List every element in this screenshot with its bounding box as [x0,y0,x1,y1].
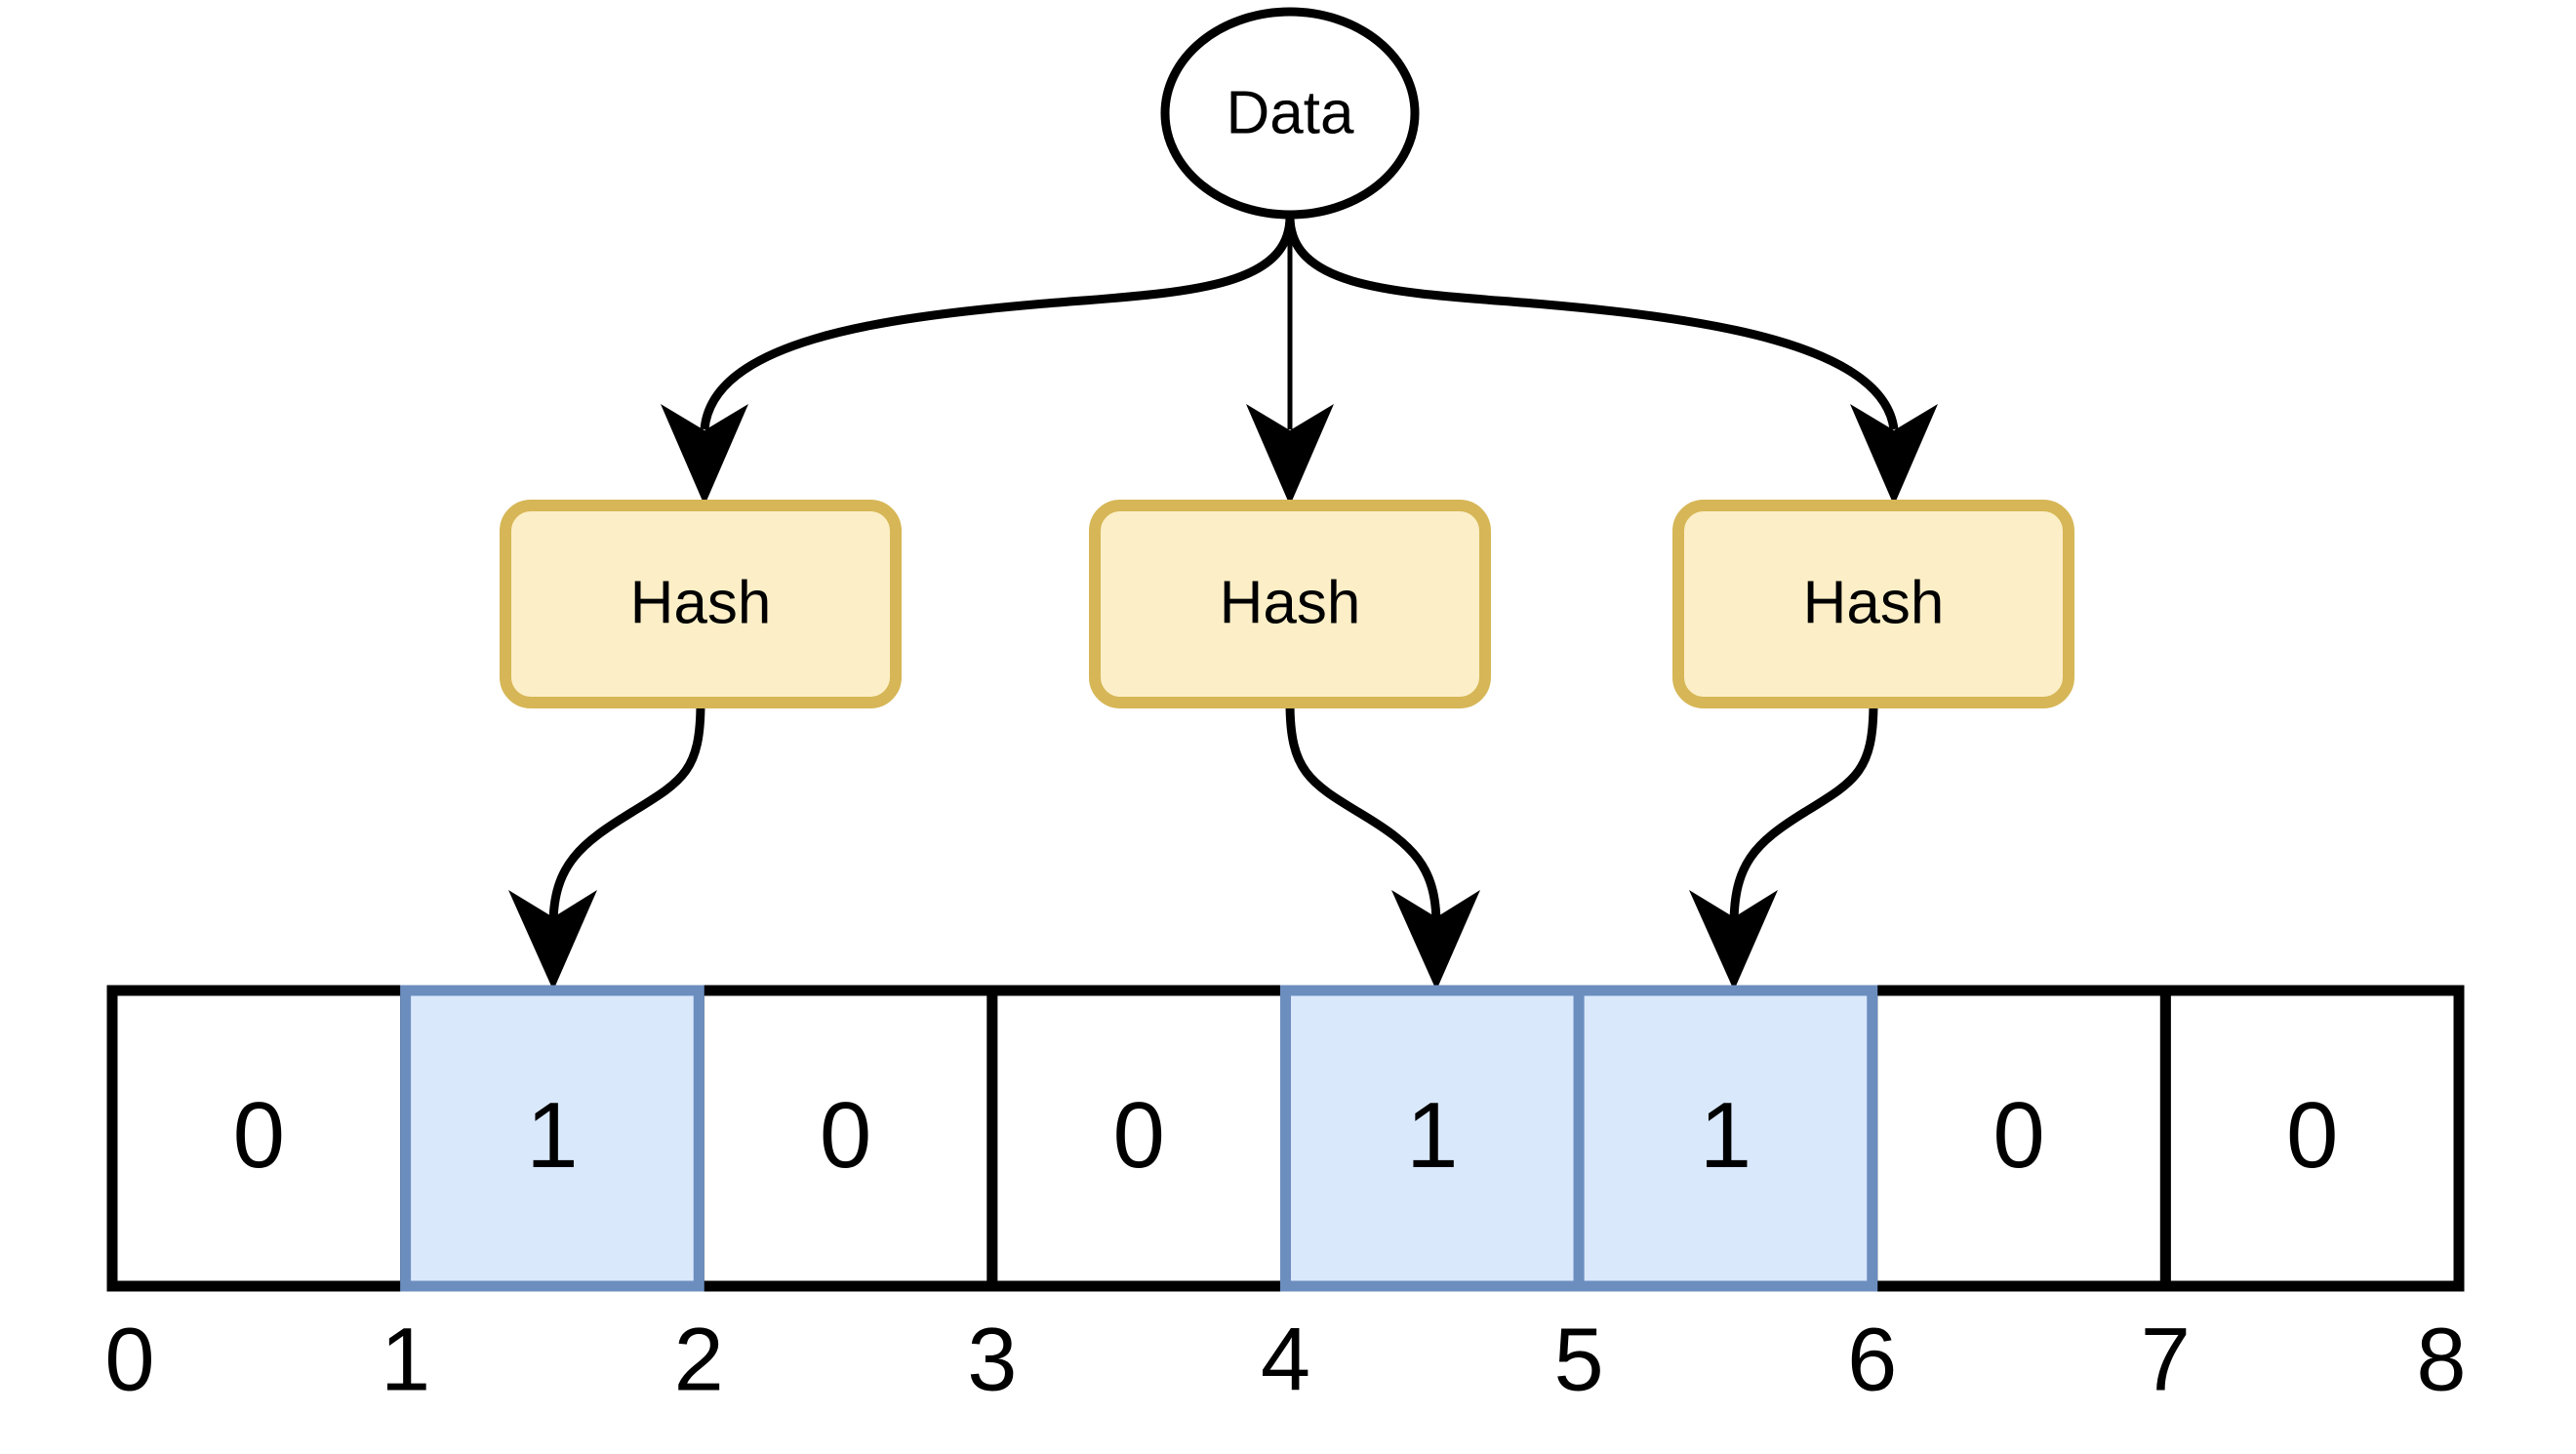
hash-node-2[interactable]: Hash [1089,500,1491,708]
hash-node-1[interactable]: Hash [500,500,902,708]
bit-array-cell[interactable]: 0 [693,985,998,1292]
bit-array-axis: 0 1 2 3 4 5 6 7 8 [104,1310,2466,1409]
bit-array-index-label: 8 [2416,1310,2466,1409]
bit-array-index-label: 6 [1847,1310,1897,1409]
bit-array-cell[interactable]: 0 [986,985,1291,1292]
bit-array-cell[interactable]: 1 [400,985,704,1292]
arrow-head-cell-1 [508,890,597,990]
bit-array-cell[interactable]: 0 [1867,985,2171,1292]
bit-cell-set [1573,985,1878,1292]
bit-array-cell[interactable]: 1 [1573,985,1878,1292]
bit-cell-unset [693,985,998,1292]
hash-box-1-shape [500,500,902,708]
arrow-head-hash-1 [661,404,748,505]
bit-cell-value: 1 [526,1083,578,1188]
bit-array-index-label: 1 [381,1310,430,1409]
arrow-head-cell-5 [1689,890,1778,990]
edge-hash-2-to-cell-4 [1285,702,1480,990]
hash-node-3-label: Hash [1803,569,1945,636]
bit-cell-unset [2159,985,2465,1292]
arrow-head-hash-3 [1850,404,1938,505]
bit-cell-unset [1867,985,2171,1292]
bit-cell-set [400,985,704,1292]
bit-array-index-label: 5 [1554,1310,1604,1409]
bit-cell-value: 0 [1992,1083,2044,1188]
edge-data-to-hash-1 [661,216,1295,505]
data-node[interactable]: Data [1160,7,1420,220]
bit-cell-value: 0 [233,1083,285,1188]
hash-node-3[interactable]: Hash [1672,500,2074,708]
hash-box-2-shape [1089,500,1491,708]
hash-node-2-label: Hash [1220,569,1361,636]
edge-hash-1-to-cell-1 [508,702,705,990]
edge-data-to-hash-2 [1246,217,1334,505]
data-ellipse-shape [1160,7,1420,220]
edge-hash-3-to-cell-5 [1689,702,1878,990]
bit-array-cell[interactable]: 0 [106,985,412,1292]
bit-array-index-label: 0 [104,1310,154,1409]
hash-node-1-label: Hash [630,569,772,636]
hash-box-3-shape [1672,500,2074,708]
bit-array-cell[interactable]: 1 [1280,985,1585,1292]
bit-array: 0 0 0 0 0 1 1 1 [106,985,2465,1292]
bit-array-index-label: 7 [2141,1310,2191,1409]
arrow-head-cell-4 [1391,890,1480,990]
arrow-head-hash-2 [1246,404,1334,505]
bit-array-index-label: 3 [967,1310,1017,1409]
bit-cell-value: 0 [1112,1083,1164,1188]
bit-array-cell[interactable]: 0 [2159,985,2465,1292]
bit-array-index-label: 4 [1261,1310,1310,1409]
data-node-label: Data [1227,79,1354,146]
bit-cell-value: 0 [820,1083,871,1188]
bit-cell-value: 1 [1406,1083,1458,1188]
bit-cell-value: 0 [2286,1083,2338,1188]
bit-cell-value: 1 [1700,1083,1751,1188]
edge-data-to-hash-3 [1285,216,1938,505]
bit-array-index-label: 2 [674,1310,724,1409]
